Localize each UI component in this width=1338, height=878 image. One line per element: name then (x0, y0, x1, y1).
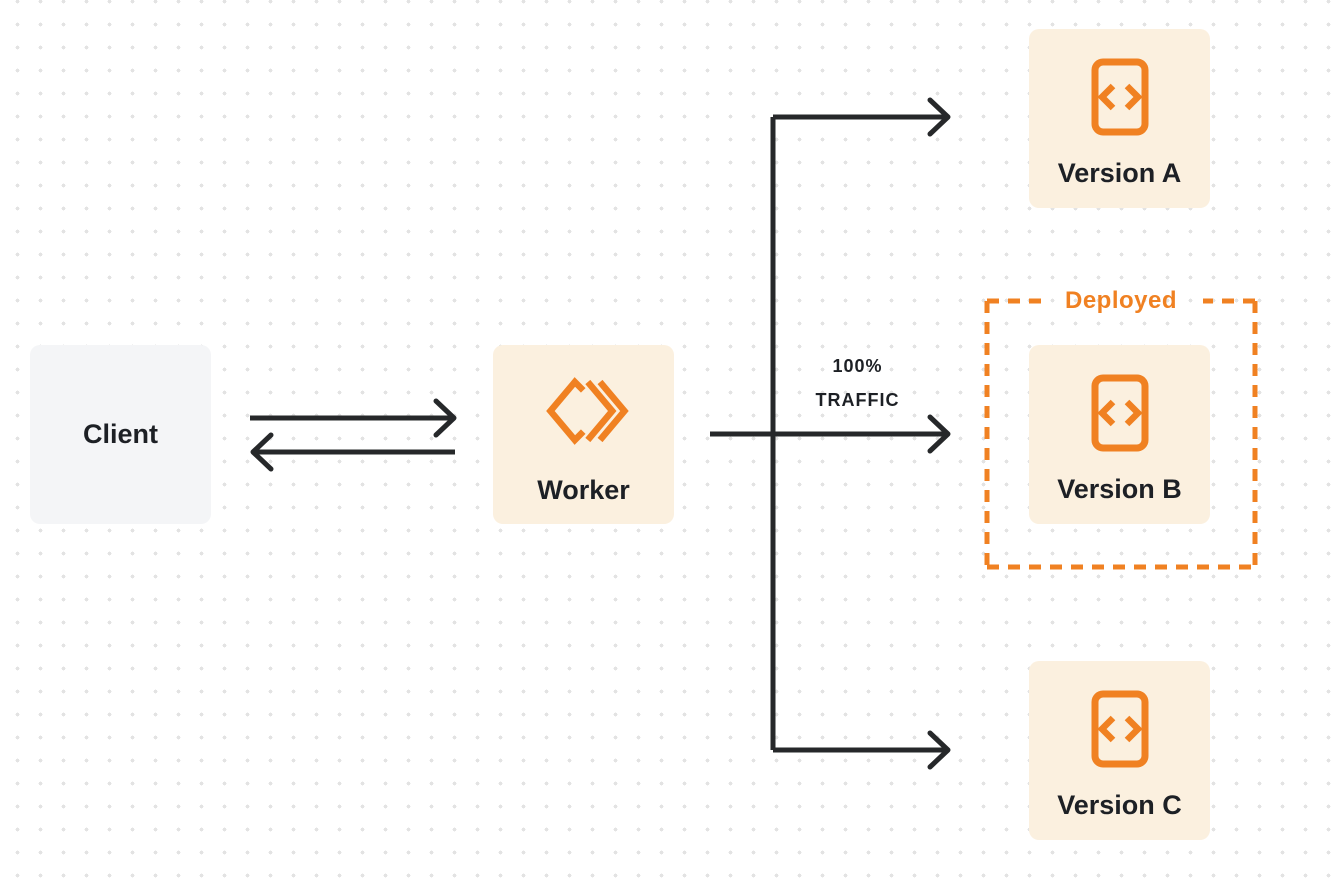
client-node: Client (30, 345, 211, 524)
version-a-node: Version A (1029, 29, 1210, 208)
worker-label: Worker (537, 475, 630, 505)
traffic-label-line1: 100% (832, 356, 883, 376)
code-file-icon (1091, 690, 1148, 768)
version-c-label: Version C (1057, 790, 1182, 820)
arrowhead-version-c-icon (927, 730, 951, 770)
version-c-node: Version C (1029, 661, 1210, 840)
version-b-node: Version B (1029, 345, 1210, 524)
version-b-label: Version B (1057, 474, 1182, 504)
version-a-label: Version A (1057, 158, 1182, 188)
client-label: Client (82, 418, 158, 449)
deployed-dashed-border (984, 298, 1258, 570)
worker-node: Worker (493, 345, 674, 524)
edge-worker-fanout (710, 97, 951, 770)
arrowhead-version-b-icon (927, 414, 951, 454)
edge-client-to-worker (250, 398, 457, 438)
deployed-label: Deployed (1064, 287, 1178, 314)
arrowhead-version-a-icon (927, 97, 951, 137)
cloudflare-workers-icon (545, 377, 629, 445)
traffic-label-line2: TRAFFIC (815, 390, 900, 410)
code-file-icon (1091, 58, 1148, 136)
arrowhead-right-icon (433, 398, 457, 438)
traffic-label: 100% TRAFFIC (780, 349, 935, 417)
arrowhead-left-icon (250, 432, 274, 472)
code-file-icon (1091, 374, 1148, 452)
edge-worker-to-client (250, 432, 455, 472)
